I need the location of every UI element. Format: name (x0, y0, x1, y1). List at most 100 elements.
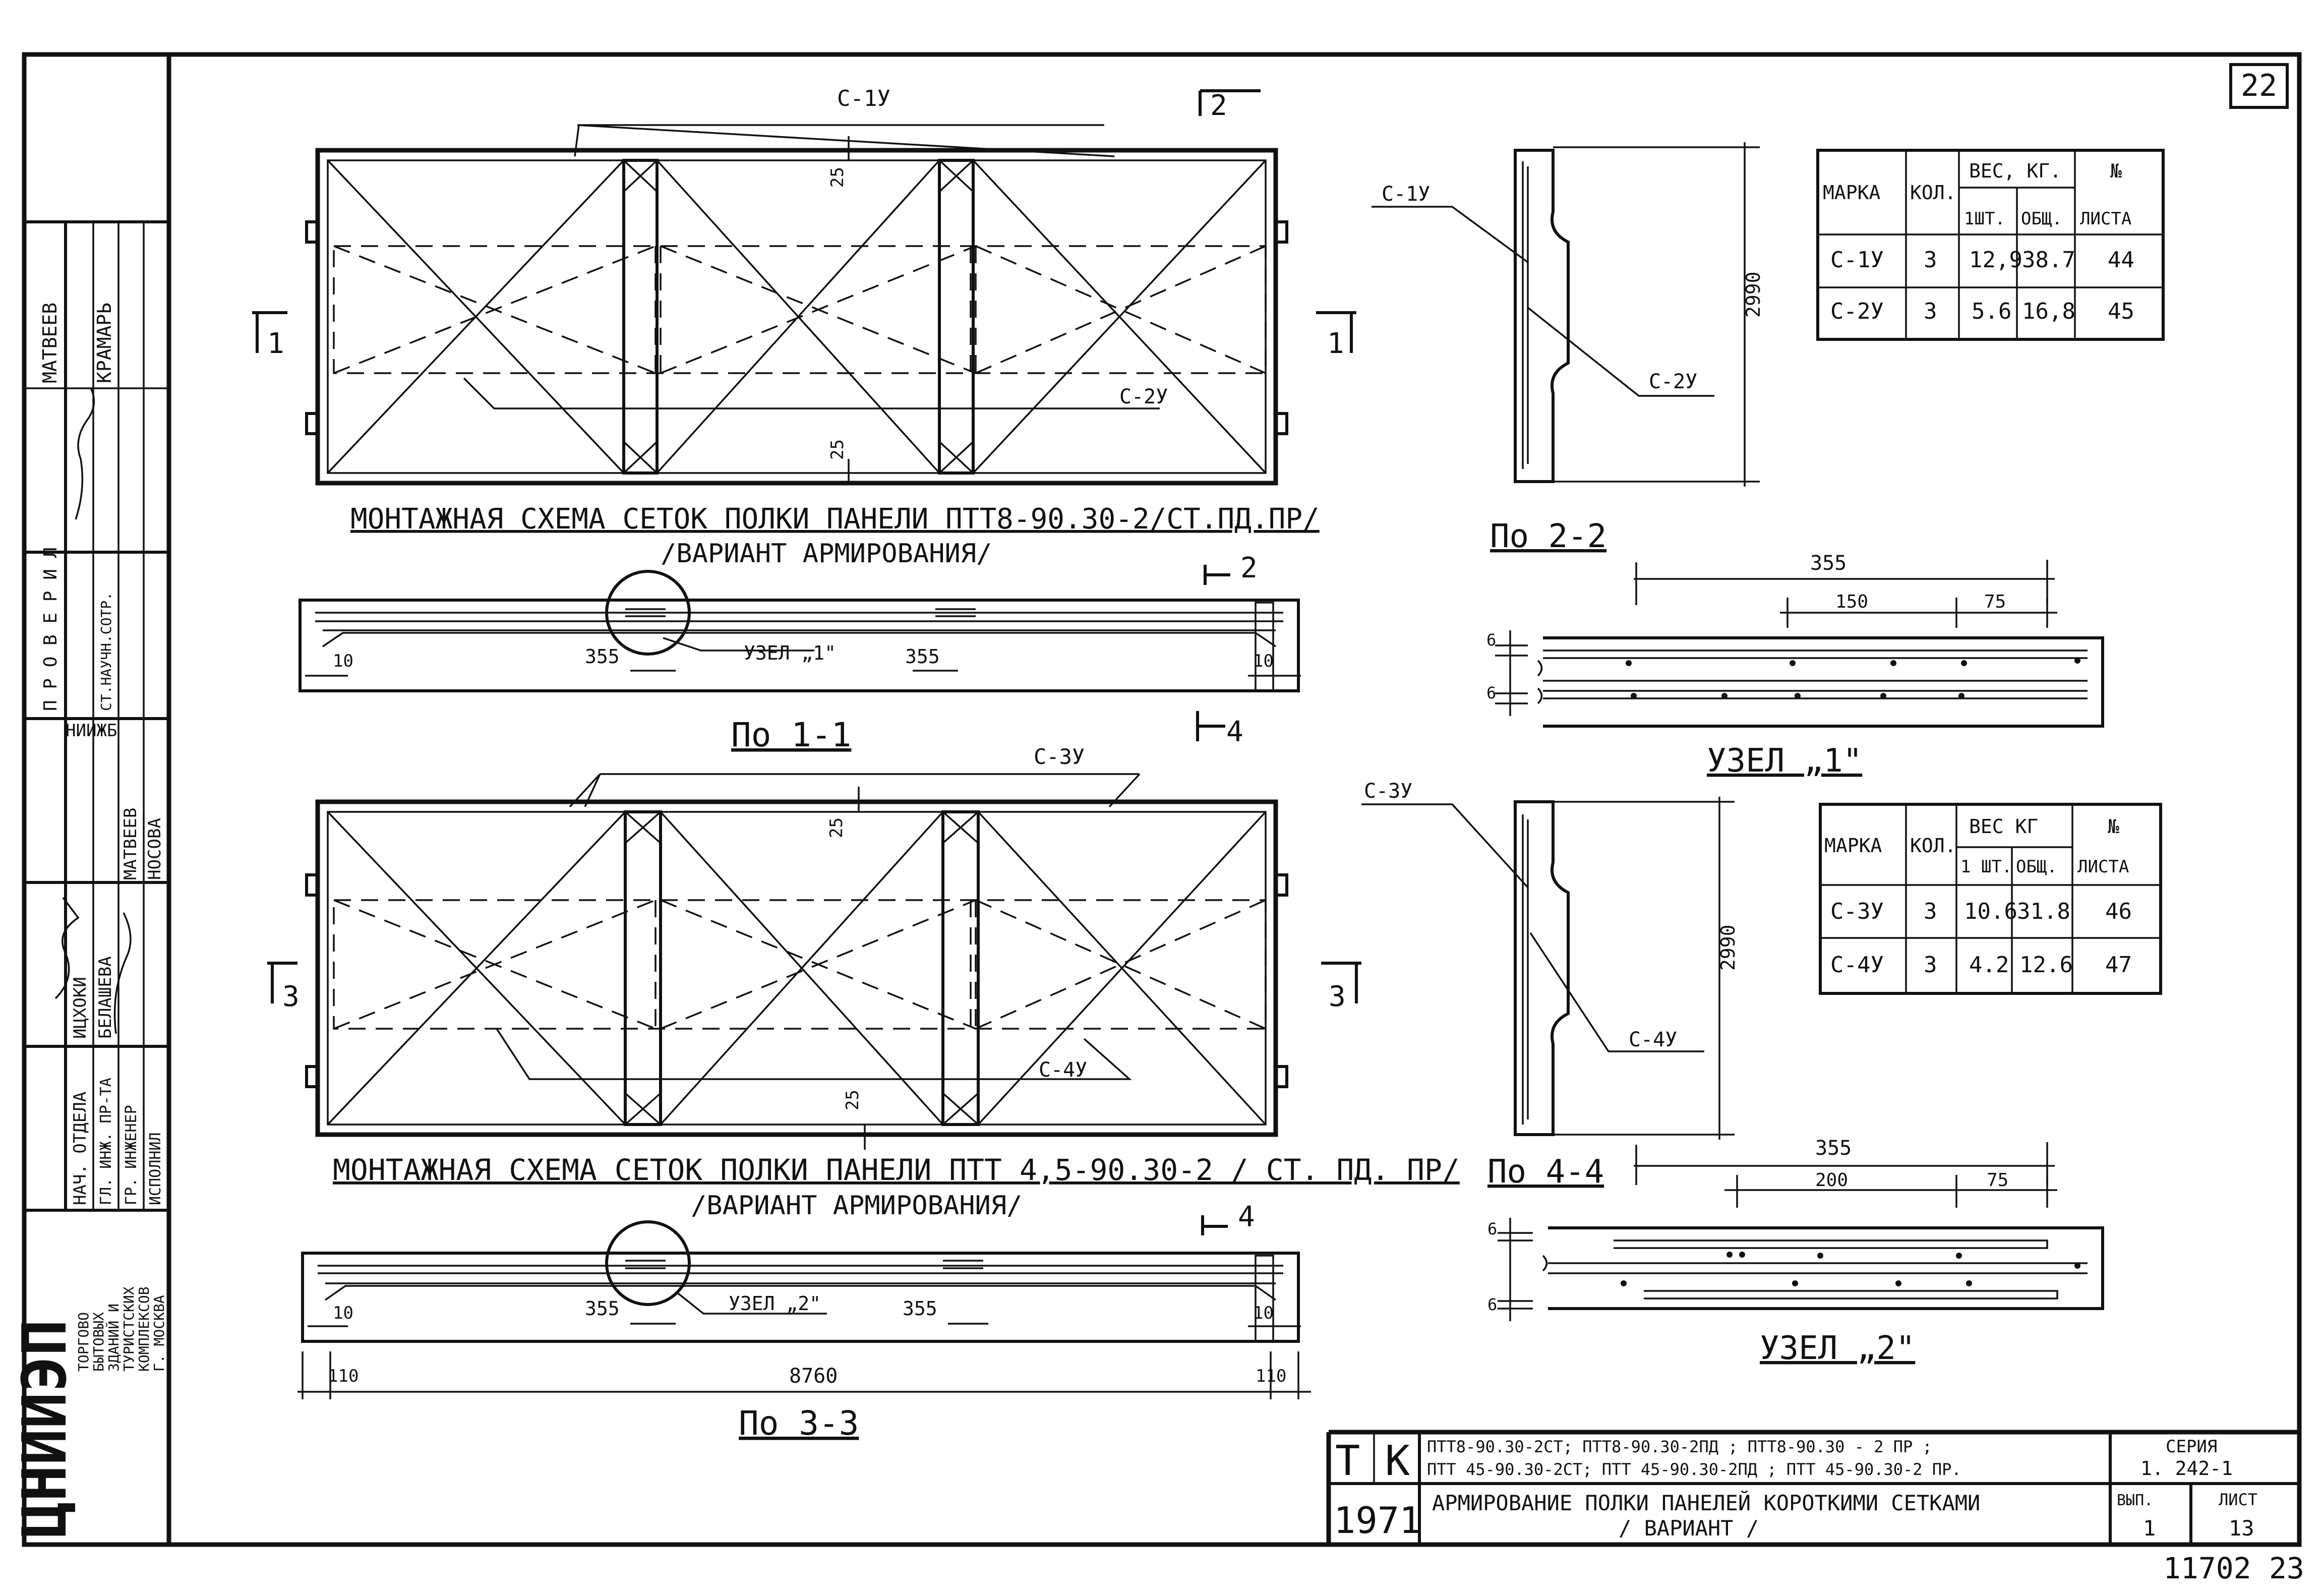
title-block-vyp: 1 (2143, 1516, 2156, 1541)
section-3-3-dim-355-b: 355 (903, 1297, 937, 1320)
plan-ptt45: С-3У С-4У 25 25 3 3 4 МОНТАЖНАЯ СХЕМА СЕ… (267, 711, 1460, 1221)
section-4-4-label-c4: С-4У (1629, 1028, 1677, 1051)
node-2: 355 200 75 6 6 УЗЕЛ „2" (1487, 1137, 2104, 1367)
title-block-desc-1: АРМИРОВАНИЕ ПОЛКИ ПАНЕЛЕЙ КОРОТКИМИ СЕТК… (1432, 1490, 1980, 1515)
section-4-4-height: 2990 (1717, 924, 1739, 971)
plan-ptt45-dim-25-bot: 25 (843, 1090, 863, 1110)
section-4-4-title: По 4-4 (1487, 1153, 1604, 1191)
table-2-row-1-qty: 3 (1924, 899, 1937, 924)
footer-code: 11702 (2163, 1551, 2251, 1585)
section-1-1-title: По 1-1 (731, 716, 851, 754)
stamp-name-1: ИЦХОКИ (70, 977, 90, 1039)
table-2-row-1-total: 31.8 (2017, 899, 2070, 924)
section-1-1-dim-10-left: 10 (333, 651, 353, 671)
signature-scribble-2 (54, 897, 80, 999)
table-1-row-2-qty: 3 (1924, 299, 1937, 324)
title-block-line-2: ПТТ 45-90.30-2СТ; ПТТ 45-90.30-2ПД ; ПТТ… (1427, 1460, 1961, 1479)
section-3-3-dim-355-a: 355 (585, 1297, 620, 1320)
table-2-header-one: 1 ШТ. (1960, 857, 2012, 877)
table-1-header-one: 1ШТ. (1964, 209, 2005, 229)
plan-ptt8-dim-25-top: 25 (827, 167, 848, 188)
plan-ptt8-dim-25-bot: 25 (827, 439, 848, 460)
table-1-header-weight: ВЕС, КГ. (1969, 160, 2061, 182)
stamp-org-line-6: Г. МОСКВА (151, 1295, 167, 1372)
section-1-1-dim-355-a: 355 (585, 645, 620, 668)
section-3-3: 4 10 10 355 355 УЗЕЛ „2" 110 110 8760 По… (297, 1201, 1311, 1443)
stamp-role-2: ГЛ. ИНЖ. ПР-ТА (97, 1078, 115, 1205)
stamp-check-org: НИИЖБ (66, 721, 117, 741)
section-3-3-node-label: УЗЕЛ „2" (729, 1292, 821, 1315)
section-4-4: 2990 С-3У С-4У По 4-4 (1361, 780, 1739, 1191)
table-1-header-sheet: ЛИСТА (2080, 209, 2131, 229)
stamp-org-line-5: КОМПЛЕКСОВ (136, 1286, 152, 1372)
table-2-row-2-qty: 3 (1924, 952, 1937, 978)
table-1-row-2-one: 5.6 (1972, 299, 2011, 324)
title-block-line-1: ПТТ8-90.30-2СТ; ПТТ8-90.30-2ПД ; ПТТ8-90… (1427, 1437, 1932, 1456)
table-1-header-mark: МАРКА (1823, 182, 1881, 204)
stamp-check-role: СТ.НАУЧН.СОТР. (98, 592, 114, 711)
table-1-row-1-sheet: 44 (2108, 247, 2134, 273)
table-1-header-no: № (2110, 160, 2122, 182)
plan-ptt45-subtitle: /ВАРИАНТ АРМИРОВАНИЯ/ (691, 1191, 1022, 1221)
table-2-header-mark: МАРКА (1824, 835, 1882, 857)
node-1-dim-355: 355 (1810, 552, 1847, 575)
table-1-row-1-total: 38.7 (2022, 247, 2075, 273)
table-2-row-2-mark: С-4У (1830, 952, 1884, 978)
section-3-3-dim-10-left: 10 (333, 1303, 353, 1323)
stamp-role-1: НАЧ. ОТДЕЛА (70, 1092, 90, 1205)
stamp-org-line-2: БЫТОВЫХ (90, 1312, 107, 1372)
mesh-table-1: МАРКА КОЛ. ВЕС, КГ. 1ШТ. ОБЩ. № ЛИСТА С-… (1816, 149, 2165, 341)
stamp-org-line-4: ТУРИСТСКИХ (121, 1286, 137, 1372)
table-2-row-2-sheet: 47 (2105, 952, 2132, 978)
plan-ptt45-label-c3: С-3У (1034, 744, 1085, 769)
table-1-header-total: ОБЩ. (2021, 209, 2062, 229)
title-block-list: 13 (2229, 1516, 2254, 1541)
section-2-2: 2990 С-1У С-2У По 2-2 (1372, 142, 1764, 555)
table-1-row-1-mark: С-1У (1830, 247, 1884, 273)
title-block-series: 1. 242-1 (2140, 1457, 2233, 1480)
node-1-title: УЗЕЛ „1" (1707, 742, 1862, 780)
title-block-series-label: СЕРИЯ (2166, 1437, 2217, 1457)
node-1-dim-6b: 6 (1486, 683, 1496, 702)
title-block-year: 1971 (1334, 1499, 1421, 1542)
node-1-dim-150: 150 (1835, 592, 1868, 612)
signature-scribble-1 (75, 388, 95, 520)
node-1-dim-75: 75 (1984, 592, 2006, 612)
stamp-name-3: МАТВЕЕВ (121, 808, 141, 880)
section-1-1-dim-355-b: 355 (905, 645, 940, 668)
table-1-row-2-mark: С-2У (1830, 299, 1884, 324)
plan-ptt8: С-1У С-2У 25 25 1 1 2 МОНТАЖНАЯ СХЕМА СЕ… (252, 86, 1356, 569)
stamp-top-name-2: КРАМАРЬ (93, 303, 115, 383)
section-3-3-dim-110-right: 110 (1256, 1366, 1286, 1386)
sheet-number: 22 (2241, 68, 2277, 103)
table-2-header-no: № (2108, 815, 2119, 838)
node-2-title: УЗЕЛ „2" (1760, 1330, 1915, 1367)
table-2-row-2-one: 4.2 (1969, 952, 2009, 978)
section-4-4-label-c3: С-3У (1364, 780, 1412, 803)
plan-ptt45-cut-left: 3 (282, 980, 300, 1013)
node-1-dim-6a: 6 (1486, 630, 1496, 649)
table-1-row-2-total: 16,8 (2022, 299, 2075, 324)
plan-ptt8-label-c2: С-2У (1119, 385, 1168, 408)
section-2-2-label-c1: С-1У (1382, 183, 1430, 206)
table-2-row-2-total: 12.6 (2019, 952, 2073, 978)
section-3-3-dim-10-right: 10 (1253, 1303, 1274, 1323)
plan-ptt8-subtitle: /ВАРИАНТ АРМИРОВАНИЯ/ (661, 539, 992, 569)
section-3-3-dim-110-left: 110 (328, 1366, 359, 1386)
title-block-desc-2: / ВАРИАНТ / (1619, 1516, 1759, 1541)
plan-ptt45-label-c4: С-4У (1039, 1058, 1087, 1082)
node-2-dim-6b: 6 (1487, 1295, 1497, 1314)
table-1-row-1-one: 12,9 (1969, 247, 2022, 273)
table-2-header-sheet: ЛИСТА (2077, 857, 2129, 877)
stamp-org-line-1: ТОРГОВО (75, 1312, 92, 1372)
signature-scribble-3 (113, 912, 132, 1034)
plan-ptt45-dim-25-top: 25 (826, 817, 847, 838)
section-3-3-dim-total: 8760 (789, 1365, 838, 1388)
plan-ptt8-cut-left: 1 (267, 327, 284, 360)
stamp-check-title: П Р О В Е Р И Л (40, 547, 61, 711)
stamp-role-3: ГР. ИНЖЕНЕР (123, 1105, 140, 1205)
section-2-2-title: По 2-2 (1490, 518, 1606, 555)
node-2-dim-6a: 6 (1487, 1219, 1497, 1238)
table-2-row-1-mark: С-3У (1830, 899, 1884, 924)
